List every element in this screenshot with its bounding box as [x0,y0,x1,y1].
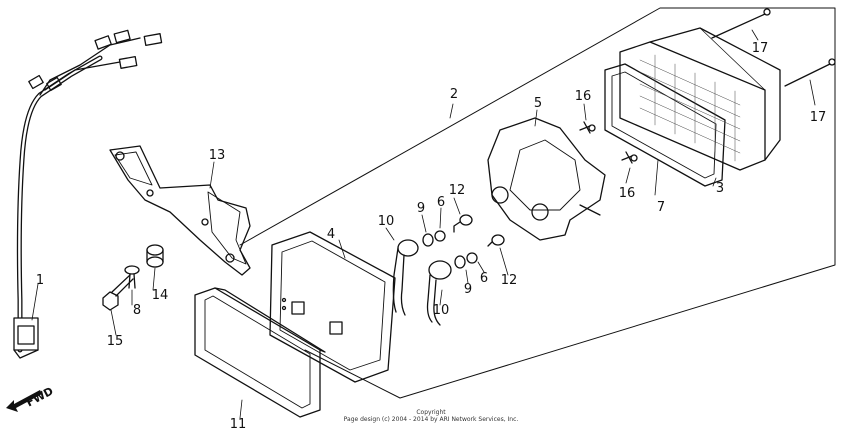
callout-13: 13 [208,148,226,163]
wire-harness [13,29,163,359]
washer [124,265,140,289]
collar [146,244,164,268]
screw-upper [579,121,596,134]
callout-14: 14 [151,288,169,303]
gasket [604,63,726,187]
callout-9-lower: 9 [463,282,473,297]
copyright-line-2: Page design (c) 2004 - 2014 by ARI Netwo… [343,416,519,423]
bulb-lower [487,234,505,247]
callout-17-upper: 17 [751,41,769,56]
callout-17-lower: 17 [809,110,827,125]
callout-15: 15 [106,334,124,349]
callout-9-upper: 9 [416,201,426,216]
callout-2: 2 [449,87,459,102]
copyright-line-1: Copyright [416,409,446,416]
callout-12-upper: 12 [448,183,466,198]
fwd-arrow [6,390,42,412]
assembly-boundary [239,7,836,399]
callout-8: 8 [132,303,142,318]
leader-lines [31,29,816,419]
callout-10-lower: 10 [432,303,450,318]
callout-6-lower: 6 [479,271,489,286]
callout-5: 5 [533,96,543,111]
callout-1: 1 [35,273,45,288]
screw-lower [621,151,638,164]
callout-10-upper: 10 [377,214,395,229]
reflector-housing [487,117,606,241]
copyright-notice: Copyright Page design (c) 2004 - 2014 by… [336,409,526,423]
license-bracket [109,145,251,276]
long-screw-lower [784,58,836,87]
bulb-upper [453,214,473,233]
callout-3: 3 [715,181,725,196]
bolt [102,274,134,311]
callout-4: 4 [326,227,336,242]
callout-6-upper: 6 [436,195,446,210]
lens-frame [194,287,326,418]
callout-16-upper: 16 [574,89,592,104]
long-screw-upper [711,8,771,39]
callout-7: 7 [656,200,666,215]
socket-lower [426,252,478,326]
lens [619,27,781,171]
callout-16-lower: 16 [618,186,636,201]
socket-upper [392,230,446,316]
callout-12-lower: 12 [500,273,518,288]
callout-11: 11 [229,417,247,432]
housing-plate [269,231,396,383]
